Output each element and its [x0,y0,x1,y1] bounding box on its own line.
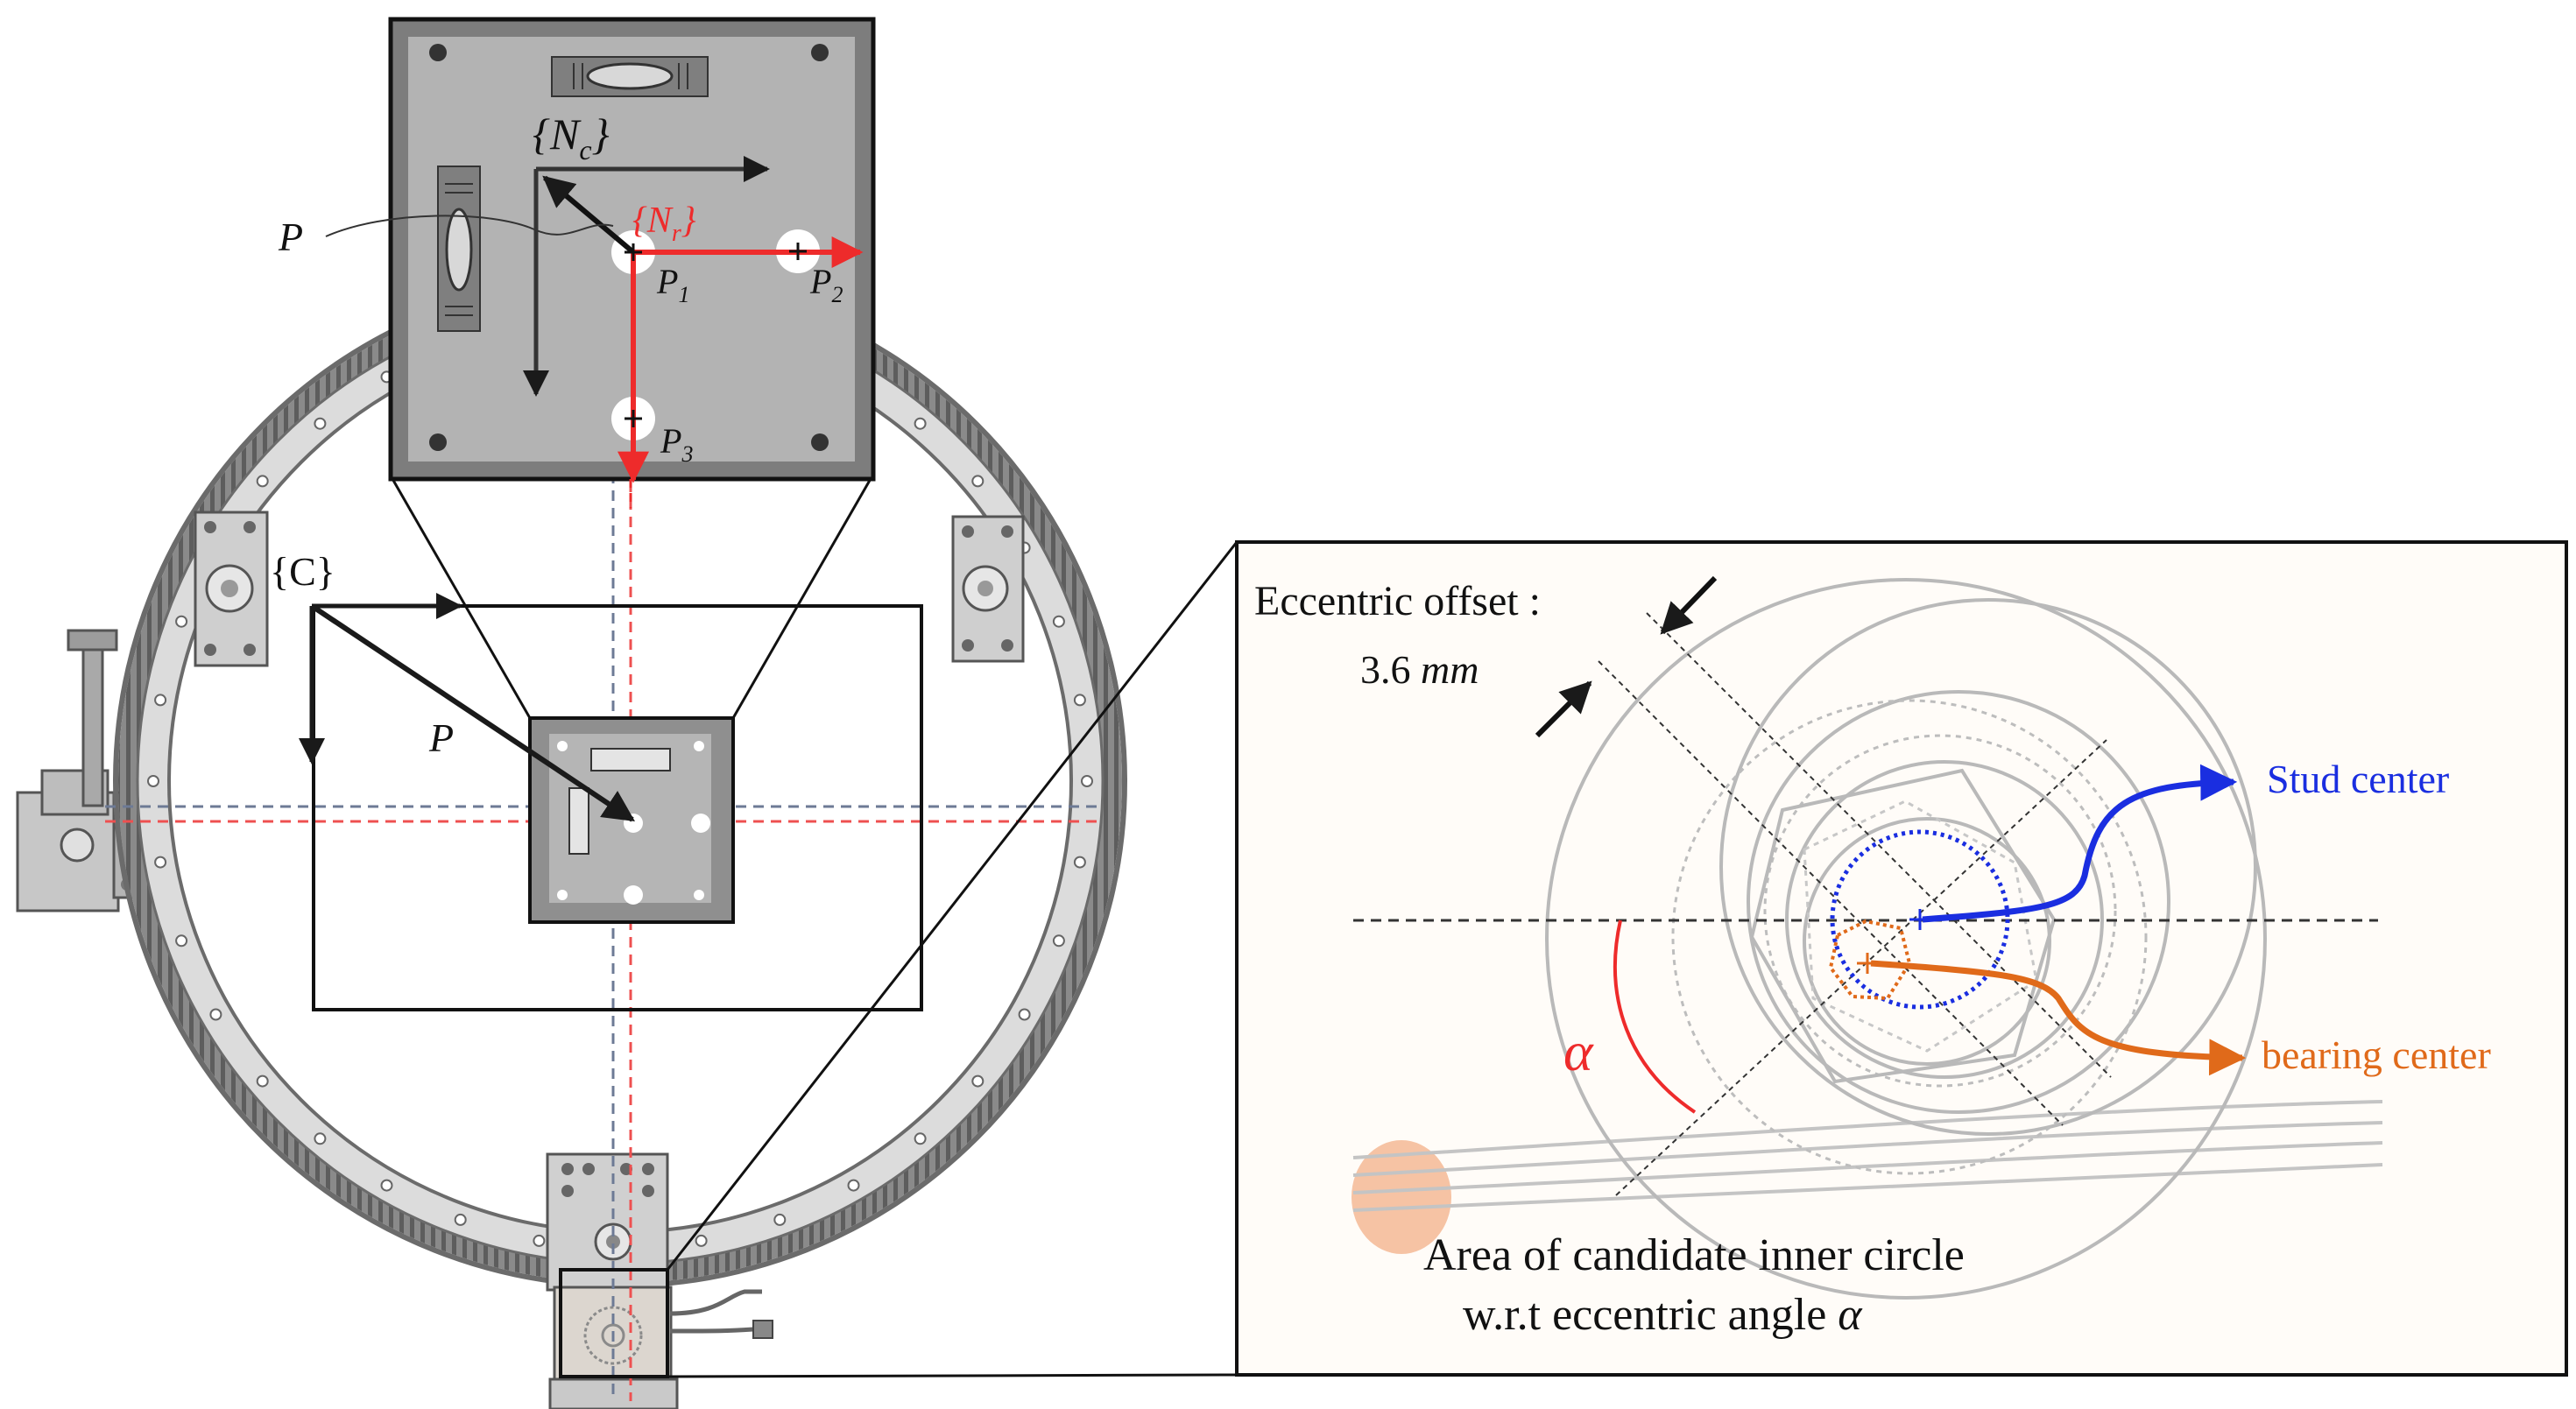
ring-arcs [1352,1100,2383,1212]
ring-bolt-hole [1052,934,1065,948]
ring-bolt-hole [454,1213,467,1226]
vector-p-label-upper: P [278,215,303,259]
frame-c-label: {C} [270,549,335,594]
frame-nc-label: {Nc} [533,109,610,166]
ring-bolt-hole [154,694,167,707]
ring-bolt-hole [256,1074,269,1088]
stud-center-label: Stud center [2267,757,2449,801]
caption-line-1: Area of candidate inner circle [1423,1230,1965,1280]
point-p2-label: P2 [809,262,843,307]
ring-bolt-hole [314,417,327,430]
ring-bolt-hole [175,615,188,628]
enlarged-calibration-plate: {Nc} {Nr} P P1 P2 P3 [278,17,876,508]
ring-bolt-hole [914,1132,927,1145]
ring-bolt-hole [773,1213,787,1226]
point-p1-label: P1 [656,262,689,307]
bubble-level-icon [551,56,709,97]
ring-bolt-hole [147,775,159,787]
ring-bolt-hole [154,856,167,869]
stud-circle [1830,829,2010,1010]
ring-bolt-hole [1081,775,1093,787]
candidate-circles [1545,578,2267,1300]
vector-p-from-c [310,603,635,822]
motor-block-bottom [546,1152,773,1409]
ring-bolt-hole [971,475,985,488]
ring-bolt-hole [1018,1008,1031,1021]
ring-bolt-hole [695,1234,708,1247]
zoom-line-left [390,476,532,719]
motor-block-right [951,515,1025,663]
bubble-level-vertical-icon [437,166,481,332]
inset-zoom-line-top [666,541,1239,1271]
ring-bolt-hole [1073,694,1086,707]
motor-block-left [194,511,269,667]
zoom-line-right [731,476,873,719]
vector-p-nc-to-nr [542,175,635,255]
ring-bolt-hole [209,1008,222,1021]
ring-bolt-hole [314,1132,327,1145]
bearing-center-label: bearing center [2262,1032,2491,1077]
offset-arrow-upper [1660,575,1718,635]
camera-fov-rectangle [312,604,923,1011]
alpha-angle-arc [1613,919,1697,1114]
ring-bolt-hole [914,417,927,430]
ring-bolt-hole [380,1179,393,1192]
eccentric-offset-label: Eccentric offset : [1254,578,1541,624]
bearing-hexagon [1828,919,1912,1001]
inset-source-box [559,1268,669,1378]
stud-center-pointer [1922,764,2238,923]
inset-zoom-line-bottom [667,1373,1238,1378]
eccentric-offset-inset: Eccentric offset : 3.6 mm α Stud center … [1235,540,2568,1377]
offset-arrow-lower [1535,680,1592,738]
eccentric-offset-value: 3.6 mm [1360,647,1479,692]
p-leader-line [325,215,614,237]
vector-p-label-lower: P [428,715,454,760]
alpha-label: α [1563,1020,1594,1082]
ring-bolt-hole [256,475,269,488]
caption-line-2: w.r.t eccentric angle α [1463,1290,1863,1340]
ring-bolt-hole [971,1074,985,1088]
ring-bolt-hole [1052,615,1065,628]
frame-nr-label: {Nr} [632,201,696,247]
candidate-area-blob [1352,1140,1451,1254]
ring-bolt-hole [175,934,188,948]
ring-bolt-hole [1073,856,1086,869]
ring-bolt-hole [533,1234,546,1247]
ring-bolt-hole [847,1179,860,1192]
screw-icon [429,44,829,451]
bearing-center-pointer [1870,960,2247,1076]
point-p3-label: P3 [660,421,693,467]
plus-marker-icon [625,243,807,427]
